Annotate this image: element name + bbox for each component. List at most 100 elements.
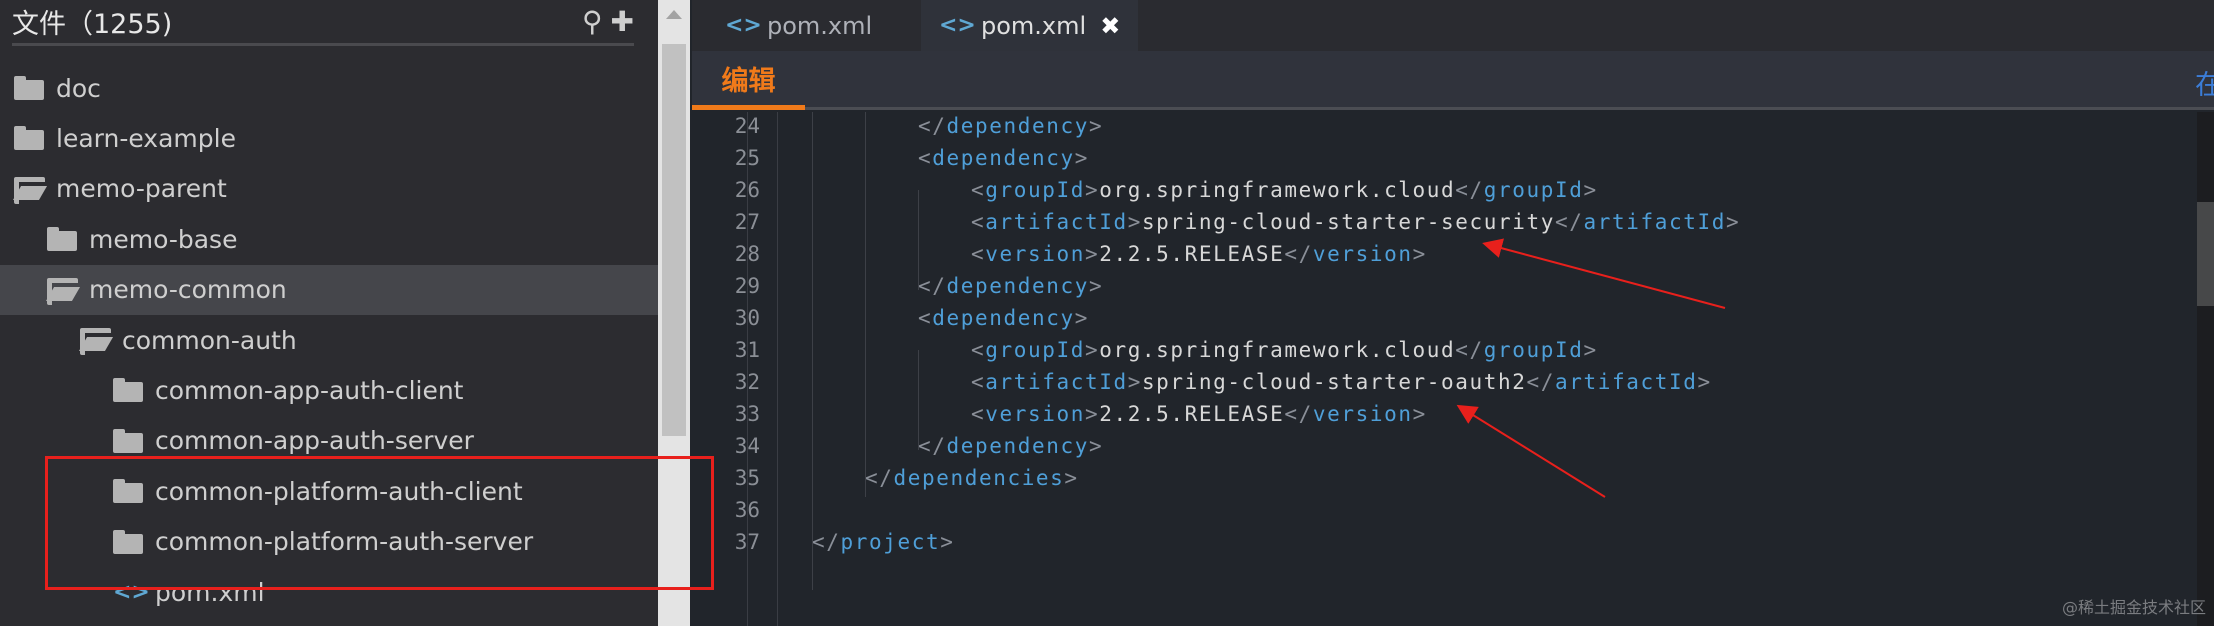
xml-punctuation: < <box>971 178 986 202</box>
line-number: 26 <box>734 178 760 202</box>
xml-punctuation: > <box>1088 114 1104 138</box>
tab-pom-xml-active[interactable]: <> pom.xml ✖ <box>921 0 1139 51</box>
xml-tag-name: groupId <box>985 338 1085 362</box>
xml-punctuation: </ <box>812 530 841 554</box>
xml-punctuation: > <box>1583 338 1598 362</box>
tree-item[interactable]: memo-common <box>0 264 658 315</box>
xml-value: spring-cloud-starter-security <box>1141 210 1555 234</box>
tree-item-label: common-auth <box>122 325 297 355</box>
tree-item[interactable]: common-platform-auth-client <box>0 466 658 516</box>
code-line: <version>2.2.5.RELEASE</version> <box>971 242 1427 266</box>
xml-tag-name: artifactId <box>985 210 1128 234</box>
line-number: 28 <box>734 242 760 266</box>
line-number: 31 <box>734 338 760 362</box>
tree-item-label: learn-example <box>56 123 236 153</box>
folder-open-icon <box>14 176 45 204</box>
xml-punctuation: </ <box>1455 178 1484 202</box>
line-number: 24 <box>734 114 760 138</box>
sidebar-title: 文件（1255) <box>12 9 173 40</box>
xml-punctuation: < <box>971 402 986 426</box>
scroll-up-arrow-icon[interactable] <box>666 10 682 19</box>
tree-item-label: common-platform-auth-server <box>155 527 534 557</box>
tree-item-label: pom.xml <box>155 577 265 607</box>
code-line: <dependency> <box>918 146 1089 170</box>
folder-open-icon <box>80 328 111 355</box>
xml-punctuation: </ <box>918 434 947 458</box>
annotation-arrow <box>1482 238 1726 309</box>
xml-punctuation: < <box>918 146 933 170</box>
plus-icon[interactable]: ✚ <box>610 5 634 38</box>
tree-item-label: memo-base <box>89 224 238 254</box>
xml-punctuation: > <box>1084 242 1100 266</box>
xml-tag-name: groupId <box>1483 338 1584 362</box>
folder-icon <box>113 529 143 554</box>
xml-punctuation: > <box>1412 242 1427 266</box>
tree-item[interactable]: memo-parent <box>0 164 658 214</box>
tab-bar: <> pom.xml <> pom.xml ✖ <box>692 0 2214 51</box>
tree-item-label: doc <box>56 73 101 103</box>
xml-tag-name: artifactId <box>1583 210 1726 234</box>
code-line: <dependency> <box>918 306 1089 330</box>
xml-tag-name: dependency <box>946 274 1089 298</box>
line-number: 29 <box>734 274 760 298</box>
xml-punctuation: </ <box>1455 338 1484 362</box>
tree-item-label: memo-parent <box>56 174 227 204</box>
toolbar-right-label[interactable]: 在 <box>2195 70 2214 101</box>
code-line: </dependencies> <box>865 466 1079 490</box>
xml-punctuation: > <box>1088 434 1104 458</box>
xml-punctuation: > <box>1084 402 1100 426</box>
xml-tag-name: groupId <box>1483 178 1584 202</box>
code-line: </project> <box>812 530 954 554</box>
code-line: <artifactId > spring-cloud-starter-oauth2<… <box>971 370 1712 394</box>
close-tab-icon[interactable]: ✖ <box>1100 11 1121 40</box>
scrollbar-thumb[interactable] <box>662 44 686 436</box>
xml-tag-name: dependencies <box>893 466 1065 490</box>
code-line: <groupId>org.springframework.cloud</grou… <box>971 338 1598 362</box>
tab-label: pom.xml <box>981 11 1087 40</box>
xml-tag-name: project <box>840 530 941 554</box>
xml-punctuation: > <box>1697 370 1712 394</box>
xml-punctuation: > <box>940 530 955 554</box>
indent-guide <box>865 112 866 497</box>
xml-tag-name: dependency <box>946 114 1089 138</box>
xml-tag-name: artifactId <box>985 370 1128 394</box>
xml-punctuation: < <box>971 370 986 394</box>
folder-icon <box>113 479 143 504</box>
xml-value: spring-cloud-starter-oauth2 <box>1141 370 1527 394</box>
search-icon[interactable]: ⚲ <box>582 5 603 38</box>
tab-pom-xml[interactable]: <> pom.xml <box>707 0 890 51</box>
tree-item[interactable]: <>pom.xml <box>0 567 658 617</box>
folder-icon <box>113 428 143 453</box>
sidebar-scrollbar[interactable] <box>658 0 690 626</box>
minimap-viewport[interactable] <box>2197 202 2214 306</box>
xml-punctuation: < <box>971 210 986 234</box>
xml-tag-name: dependency <box>932 306 1075 330</box>
edit-mode-tab[interactable]: 编辑 <box>692 51 805 110</box>
xml-punctuation: > <box>1127 210 1142 234</box>
tree-item[interactable]: common-auth <box>0 315 658 365</box>
folder-icon <box>14 76 44 100</box>
xml-punctuation: > <box>1084 338 1100 362</box>
xml-punctuation: </ <box>1526 370 1556 394</box>
tree-item[interactable]: doc <box>0 63 658 113</box>
xml-tag-name: groupId <box>985 178 1085 202</box>
fold-gutter <box>777 112 778 626</box>
xml-punctuation: < <box>918 306 933 330</box>
xml-value: 2.2.5.RELEASE <box>1099 242 1285 266</box>
tree-item[interactable]: common-platform-auth-server <box>0 517 658 567</box>
xml-punctuation: > <box>1074 146 1089 170</box>
minimap[interactable] <box>2197 112 2214 626</box>
editor-toolbar: 编辑 在 <box>692 51 2214 110</box>
tree-item[interactable]: memo-base <box>0 214 658 264</box>
tree-item[interactable]: common-app-auth-client <box>0 365 658 415</box>
code-line: </dependency> <box>918 274 1103 298</box>
tree-item[interactable]: learn-example <box>0 113 658 163</box>
code-line: <version>2.2.5.RELEASE</version> <box>971 402 1427 426</box>
xml-punctuation: </ <box>918 114 947 138</box>
tree-item[interactable]: common-app-auth-server <box>0 416 658 466</box>
xml-punctuation: </ <box>1284 242 1313 266</box>
xml-punctuation: > <box>1074 306 1089 330</box>
indent-guide <box>918 350 919 450</box>
code-line: <groupId>org.springframework.cloud</grou… <box>971 178 1598 202</box>
